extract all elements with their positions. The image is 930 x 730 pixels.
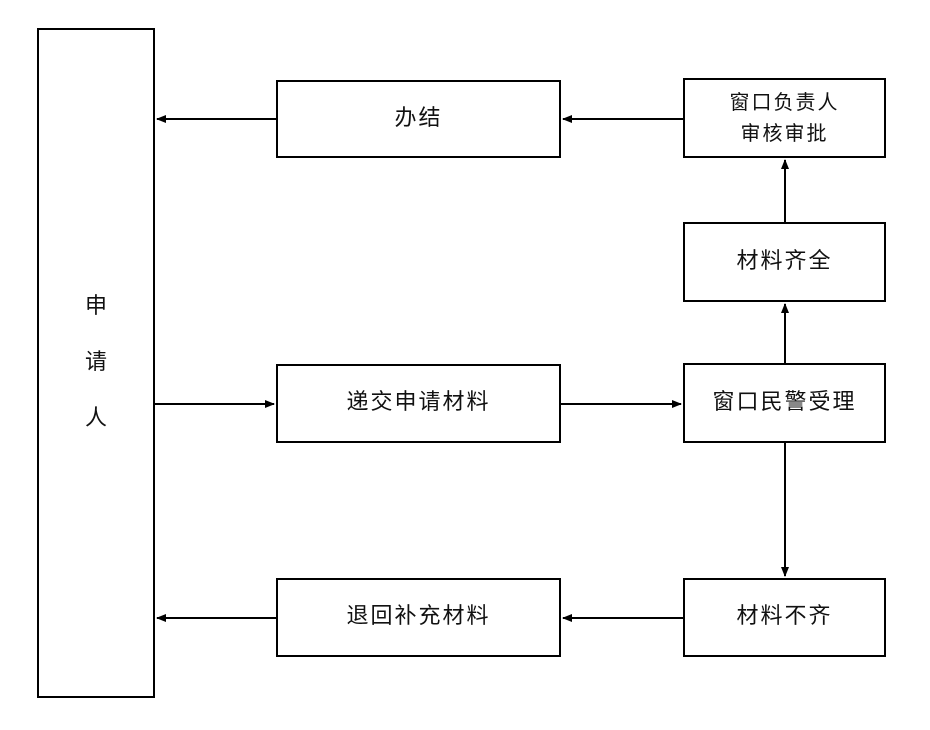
node-done: 办结 <box>276 80 561 158</box>
node-review-label: 窗口负责人 审核审批 <box>729 90 840 145</box>
node-window-accept: 窗口民警受理 <box>683 363 886 443</box>
node-review: 窗口负责人 审核审批 <box>683 78 886 158</box>
node-accept-label: 窗口民警受理 <box>712 389 857 415</box>
node-materials-complete: 材料齐全 <box>683 222 886 302</box>
node-returned-label: 退回补充材料 <box>346 604 491 630</box>
node-submit-materials: 递交申请材料 <box>276 364 561 443</box>
node-applicant-label: 申 请 人 <box>84 293 107 432</box>
node-materials-incomplete: 材料不齐 <box>683 578 886 657</box>
node-done-label: 办结 <box>394 105 443 131</box>
node-incomplete-label: 材料不齐 <box>736 604 833 630</box>
node-return-materials: 退回补充材料 <box>276 578 561 657</box>
node-complete-label: 材料齐全 <box>736 248 833 274</box>
node-submit-label: 递交申请材料 <box>346 390 491 416</box>
node-applicant: 申 请 人 <box>37 28 155 698</box>
